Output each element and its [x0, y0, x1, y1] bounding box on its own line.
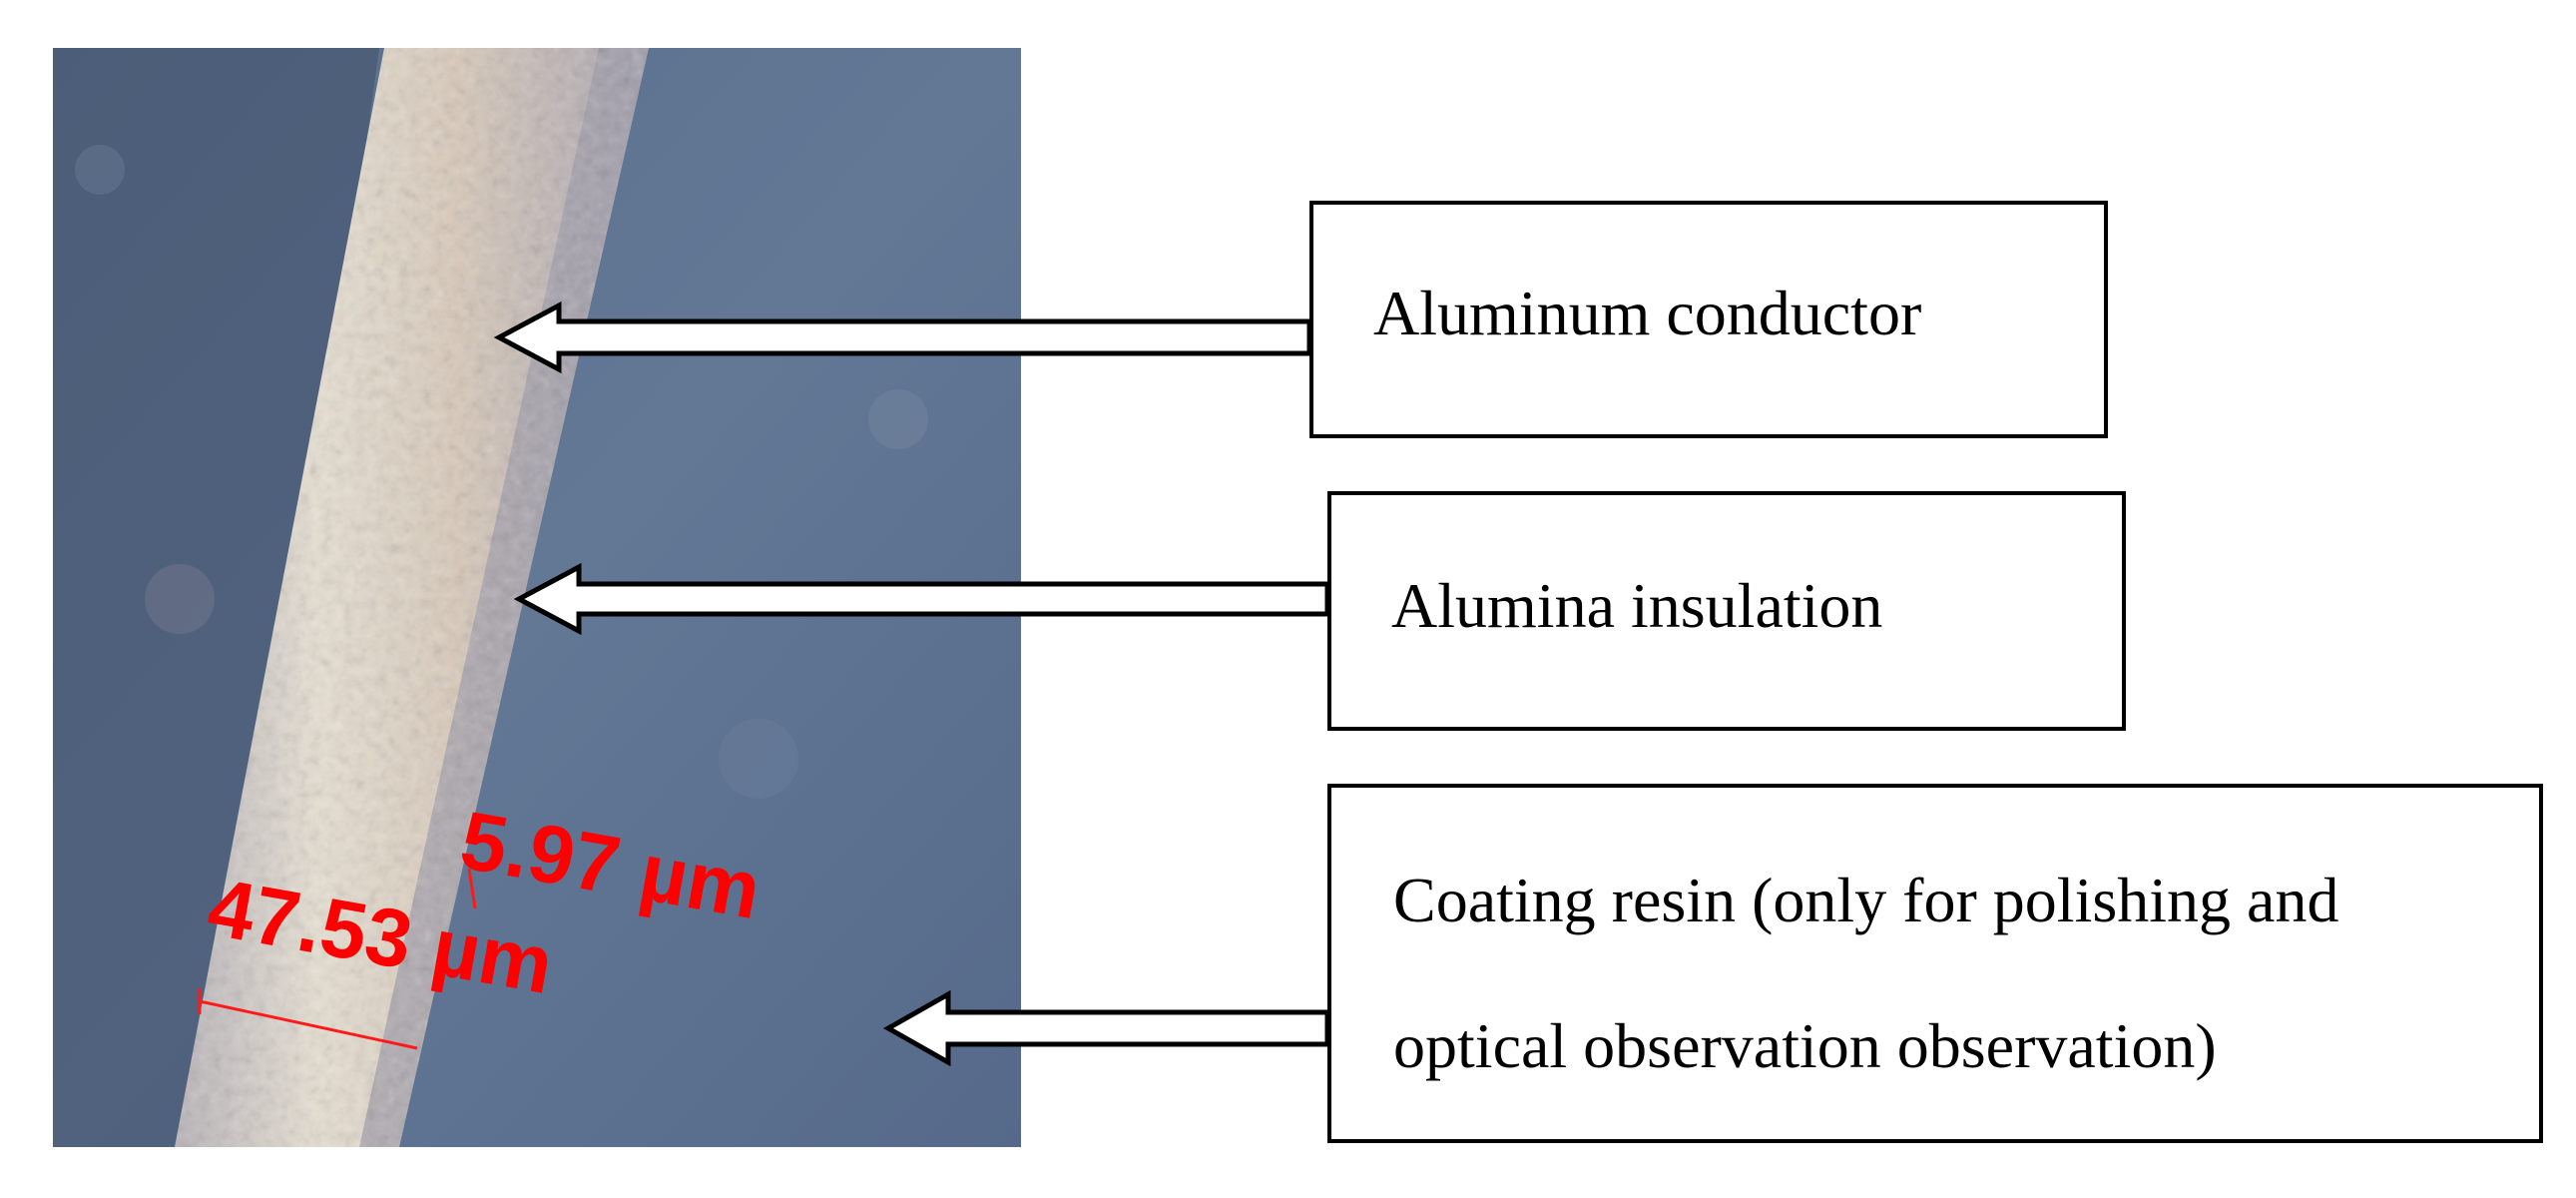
label-insulation: Alumina insulation	[1391, 570, 1883, 641]
arrow-insulation	[513, 562, 1330, 636]
label-resin-line2: optical observation observation)	[1393, 1010, 2217, 1081]
label-resin-line1: Coating resin (only for polishing and	[1393, 865, 2339, 935]
label-box-conductor: Aluminum conductor	[1309, 201, 2108, 438]
label-conductor: Aluminum conductor	[1373, 278, 1922, 348]
label-box-resin: Coating resin (only for polishing and op…	[1327, 784, 2543, 1143]
insulation-width-line	[467, 868, 477, 909]
label-box-insulation: Alumina insulation	[1327, 491, 2126, 731]
arrow-resin	[882, 989, 1330, 1067]
dark-region	[53, 48, 379, 1147]
arrow-conductor	[493, 300, 1312, 374]
conductor-width-line	[199, 999, 418, 1050]
